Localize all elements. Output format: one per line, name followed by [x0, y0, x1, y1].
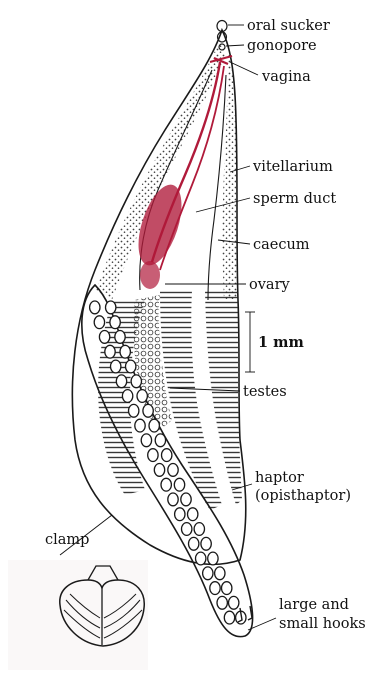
haptor-clamp — [194, 523, 204, 536]
haptor-clamp — [189, 537, 199, 550]
haptor-clamp — [116, 375, 126, 388]
haptor-clamp — [126, 360, 136, 373]
haptor-clamp — [224, 611, 234, 624]
label-haptor: haptor — [255, 470, 304, 486]
haptor-clamp — [120, 345, 130, 358]
haptor-clamp — [174, 478, 184, 491]
haptor-clamp — [141, 434, 151, 447]
label-hooks-line2: small hooks — [279, 616, 366, 632]
haptor-clamp — [105, 345, 115, 358]
label-testes: testes — [243, 384, 287, 400]
haptor-clamp — [148, 449, 158, 462]
haptor-clamp — [168, 464, 178, 477]
haptor-clamp — [210, 582, 220, 595]
haptor-clamp — [94, 316, 104, 329]
label-gonopore: gonopore — [247, 38, 317, 54]
label-caecum: caecum — [253, 237, 310, 253]
haptor-clamp — [208, 552, 218, 565]
label-vitellarium: vitellarium — [252, 159, 333, 175]
haptor-clamp — [154, 464, 164, 477]
haptor-clamp — [90, 301, 100, 314]
haptor-clamp — [182, 523, 192, 536]
haptor-clamp — [131, 375, 141, 388]
haptor-clamp — [155, 434, 165, 447]
haptor-clamp — [181, 493, 191, 506]
label-hooks-line1: large and — [279, 597, 349, 613]
haptor-clamp — [137, 390, 147, 403]
haptor-clamp — [203, 567, 213, 580]
haptor-clamp — [149, 419, 159, 432]
ovary-lobe — [140, 261, 160, 289]
haptor-clamp — [106, 301, 116, 314]
haptor-clamp — [175, 508, 185, 521]
haptor-clamp — [111, 360, 121, 373]
haptor-clamp — [110, 316, 120, 329]
haptor-clamp — [201, 537, 211, 550]
haptor-clamp — [222, 582, 232, 595]
label-ovary: ovary — [249, 277, 290, 293]
haptor-clamp — [99, 331, 109, 344]
haptor-clamp — [217, 596, 227, 609]
haptor-clamp — [135, 419, 145, 432]
haptor-clamp — [188, 508, 198, 521]
paper-stain — [8, 560, 148, 670]
haptor-clamp — [115, 331, 125, 344]
label-scale-bar: 1 mm — [258, 334, 304, 351]
label-oral-sucker: oral sucker — [247, 18, 330, 34]
haptor-clamp — [196, 552, 206, 565]
haptor-clamp — [168, 493, 178, 506]
label-opisthaptor: (opisthaptor) — [255, 488, 351, 504]
haptor-clamp — [162, 449, 172, 462]
haptor-clamp — [129, 404, 139, 417]
label-vagina: vagina — [261, 69, 311, 85]
haptor-clamp — [215, 567, 225, 580]
haptor-clamp — [161, 478, 171, 491]
haptor-clamp — [143, 404, 153, 417]
label-clamp: clamp — [45, 532, 89, 548]
label-sperm-duct: sperm duct — [253, 191, 336, 207]
haptor-clamp — [229, 596, 239, 609]
haptor-clamp — [122, 390, 132, 403]
